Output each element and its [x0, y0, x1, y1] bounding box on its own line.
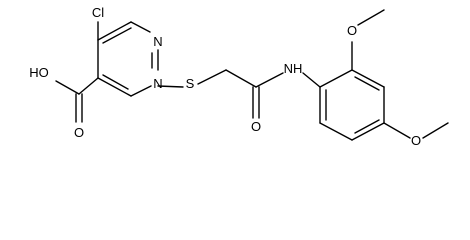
bond: [357, 9, 385, 26]
bond: [157, 85, 184, 88]
chlorine-label: Cl: [92, 5, 104, 20]
methoxy-oxygen-label: O: [411, 133, 421, 148]
bond: [422, 122, 449, 139]
bond: [319, 69, 353, 88]
bond: [78, 77, 99, 95]
bond: [102, 74, 129, 90]
acid-carbonyl-oxygen-label: O: [74, 125, 84, 140]
amide-nh-label: NH: [284, 61, 303, 76]
bond: [383, 122, 411, 139]
bond: [130, 85, 152, 97]
bond: [97, 77, 132, 97]
amide-carbonyl-oxygen-label: O: [251, 119, 261, 134]
bond: [351, 122, 385, 141]
methoxy-oxygen-label: O: [347, 23, 357, 38]
ring-nitrogen-label: N: [153, 34, 162, 49]
bond: [130, 21, 151, 33]
bond: [354, 76, 380, 91]
bond: [102, 27, 132, 44]
bond: [197, 69, 227, 85]
bond: [351, 69, 385, 88]
bond: [302, 72, 321, 88]
benzene-ring: [319, 69, 385, 141]
bond: [225, 69, 257, 88]
bond: [255, 72, 284, 88]
bond: [55, 80, 80, 95]
amide-group: O NH: [251, 61, 321, 134]
hydroxyl-label: HO: [29, 65, 49, 80]
bond: [319, 122, 353, 141]
pyrimidine-ring: [97, 21, 159, 97]
ring-nitrogen-label: N: [153, 76, 162, 91]
carboxylic-acid-group: HO O: [29, 65, 99, 140]
bond: [97, 21, 132, 41]
chemical-structure-diagram: Cl N N HO O S O NH O O: [29, 5, 449, 148]
bond: [354, 119, 380, 134]
sulfur-label: S: [186, 76, 195, 91]
